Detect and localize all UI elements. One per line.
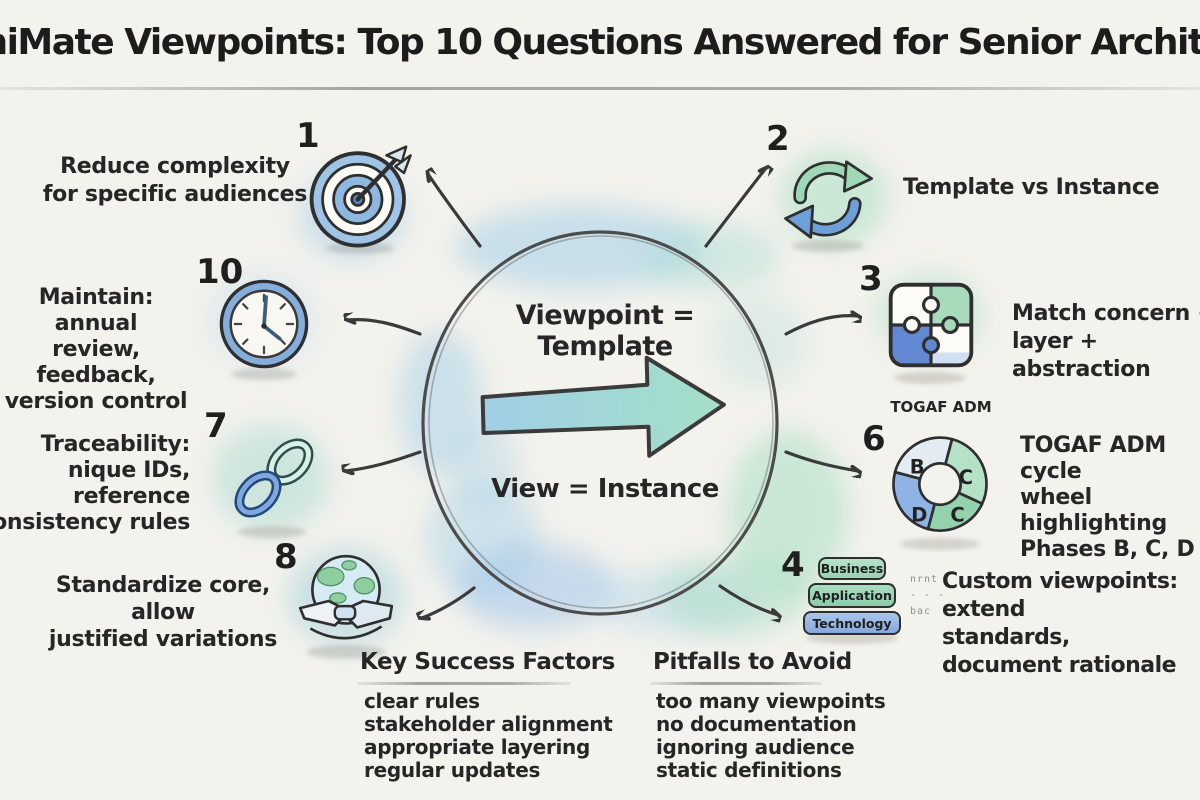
layer-business: Business — [818, 557, 886, 580]
target-icon — [309, 145, 412, 248]
connector-arrow-q4 — [718, 584, 778, 615]
pitfalls-item: ignoring audience — [656, 735, 855, 759]
pitfalls-title: Pitfalls to Avoid — [653, 649, 852, 675]
connector-arrow-q6 — [784, 450, 858, 471]
item-text-q3: Match concern + layer + abstraction — [1012, 301, 1200, 382]
template-to-instance-arrow — [480, 355, 726, 458]
connector-arrow-q7 — [346, 450, 422, 471]
layer-technology: Technology — [803, 611, 901, 635]
item-number-3: 3 — [859, 259, 883, 299]
connector-arrow-q8 — [422, 586, 476, 618]
item-number-7: 7 — [204, 406, 228, 446]
central-circle-sketchline — [428, 235, 774, 609]
connector-arrow-q2 — [704, 168, 766, 248]
item-number-1: 1 — [296, 116, 320, 156]
item-number-6: 6 — [862, 419, 886, 459]
item-text-q2: Template vs Instance — [903, 175, 1160, 200]
clock-icon — [219, 279, 309, 369]
title-underline — [0, 87, 1200, 90]
connector-arrow-q10 — [348, 320, 422, 336]
watercolor-blob — [455, 205, 705, 290]
pitfalls-item: too many viewpoints — [656, 689, 886, 713]
connector-arrow-q1 — [428, 174, 482, 248]
key-success-title: Key Success Factors — [360, 649, 615, 675]
key-success-item: stakeholder alignment — [364, 712, 613, 736]
item-text-q1: Reduce complexity for specific audiences — [42, 154, 308, 207]
adm-segment-label: C — [950, 503, 964, 526]
center-top-label: Viewpoint = Template — [515, 300, 695, 362]
togaf-adm-label: TOGAF ADM — [890, 398, 992, 416]
item-text-q7: Traceability: nique IDs, reference s, co… — [0, 432, 190, 535]
item-number-8: 8 — [274, 537, 298, 577]
watercolor-blob — [590, 568, 760, 633]
key-success-item: regular updates — [364, 758, 541, 782]
puzzle-icon — [888, 282, 974, 368]
annotation-scribbles: nrnt - - - bac — [910, 574, 946, 617]
globe-handshake-icon — [298, 554, 394, 640]
center-bottom-label: View = Instance — [491, 474, 719, 504]
key-success-item: appropriate layering — [364, 735, 590, 759]
central-circle — [421, 230, 779, 616]
pitfalls-underline — [650, 682, 822, 685]
item-text-q10: Maintain: annual review, feedback, versi… — [4, 285, 188, 414]
adm-segment-label: C — [959, 466, 973, 489]
connector-arrow-q3 — [784, 316, 858, 336]
watercolor-blob — [455, 545, 615, 630]
key-success-item: clear rules — [364, 689, 480, 713]
pitfalls-item: static definitions — [656, 758, 842, 782]
icon-shadows — [231, 240, 980, 659]
item-text-q6: TOGAF ADM cycle wheel highlighting Phase… — [1020, 433, 1195, 562]
item-number-2: 2 — [766, 119, 790, 159]
watercolor-blob — [398, 330, 483, 475]
adm-segment-label: B — [910, 456, 925, 479]
item-number-10: 10 — [196, 252, 244, 292]
refresh-cycle-icon — [784, 160, 873, 239]
pitfalls-item: no documentation — [656, 712, 857, 736]
layer-stack-icon: Business Application Technology — [800, 557, 904, 638]
watercolor-blob — [640, 222, 780, 292]
chain-link-icon — [234, 438, 314, 518]
item-text-q8: Standardize core, allow justified variat… — [48, 573, 278, 652]
togaf-adm-wheel-icon: B C C D — [892, 436, 988, 532]
layer-application: Application — [808, 583, 896, 608]
item-number-4: 4 — [781, 545, 805, 585]
adm-segment-label: D — [911, 503, 927, 526]
item-text-q4: Custom viewpoints: extend standards, doc… — [942, 569, 1178, 678]
page-title: ArchiMate Viewpoints: Top 10 Questions A… — [0, 22, 1200, 63]
key-success-underline — [357, 682, 571, 685]
